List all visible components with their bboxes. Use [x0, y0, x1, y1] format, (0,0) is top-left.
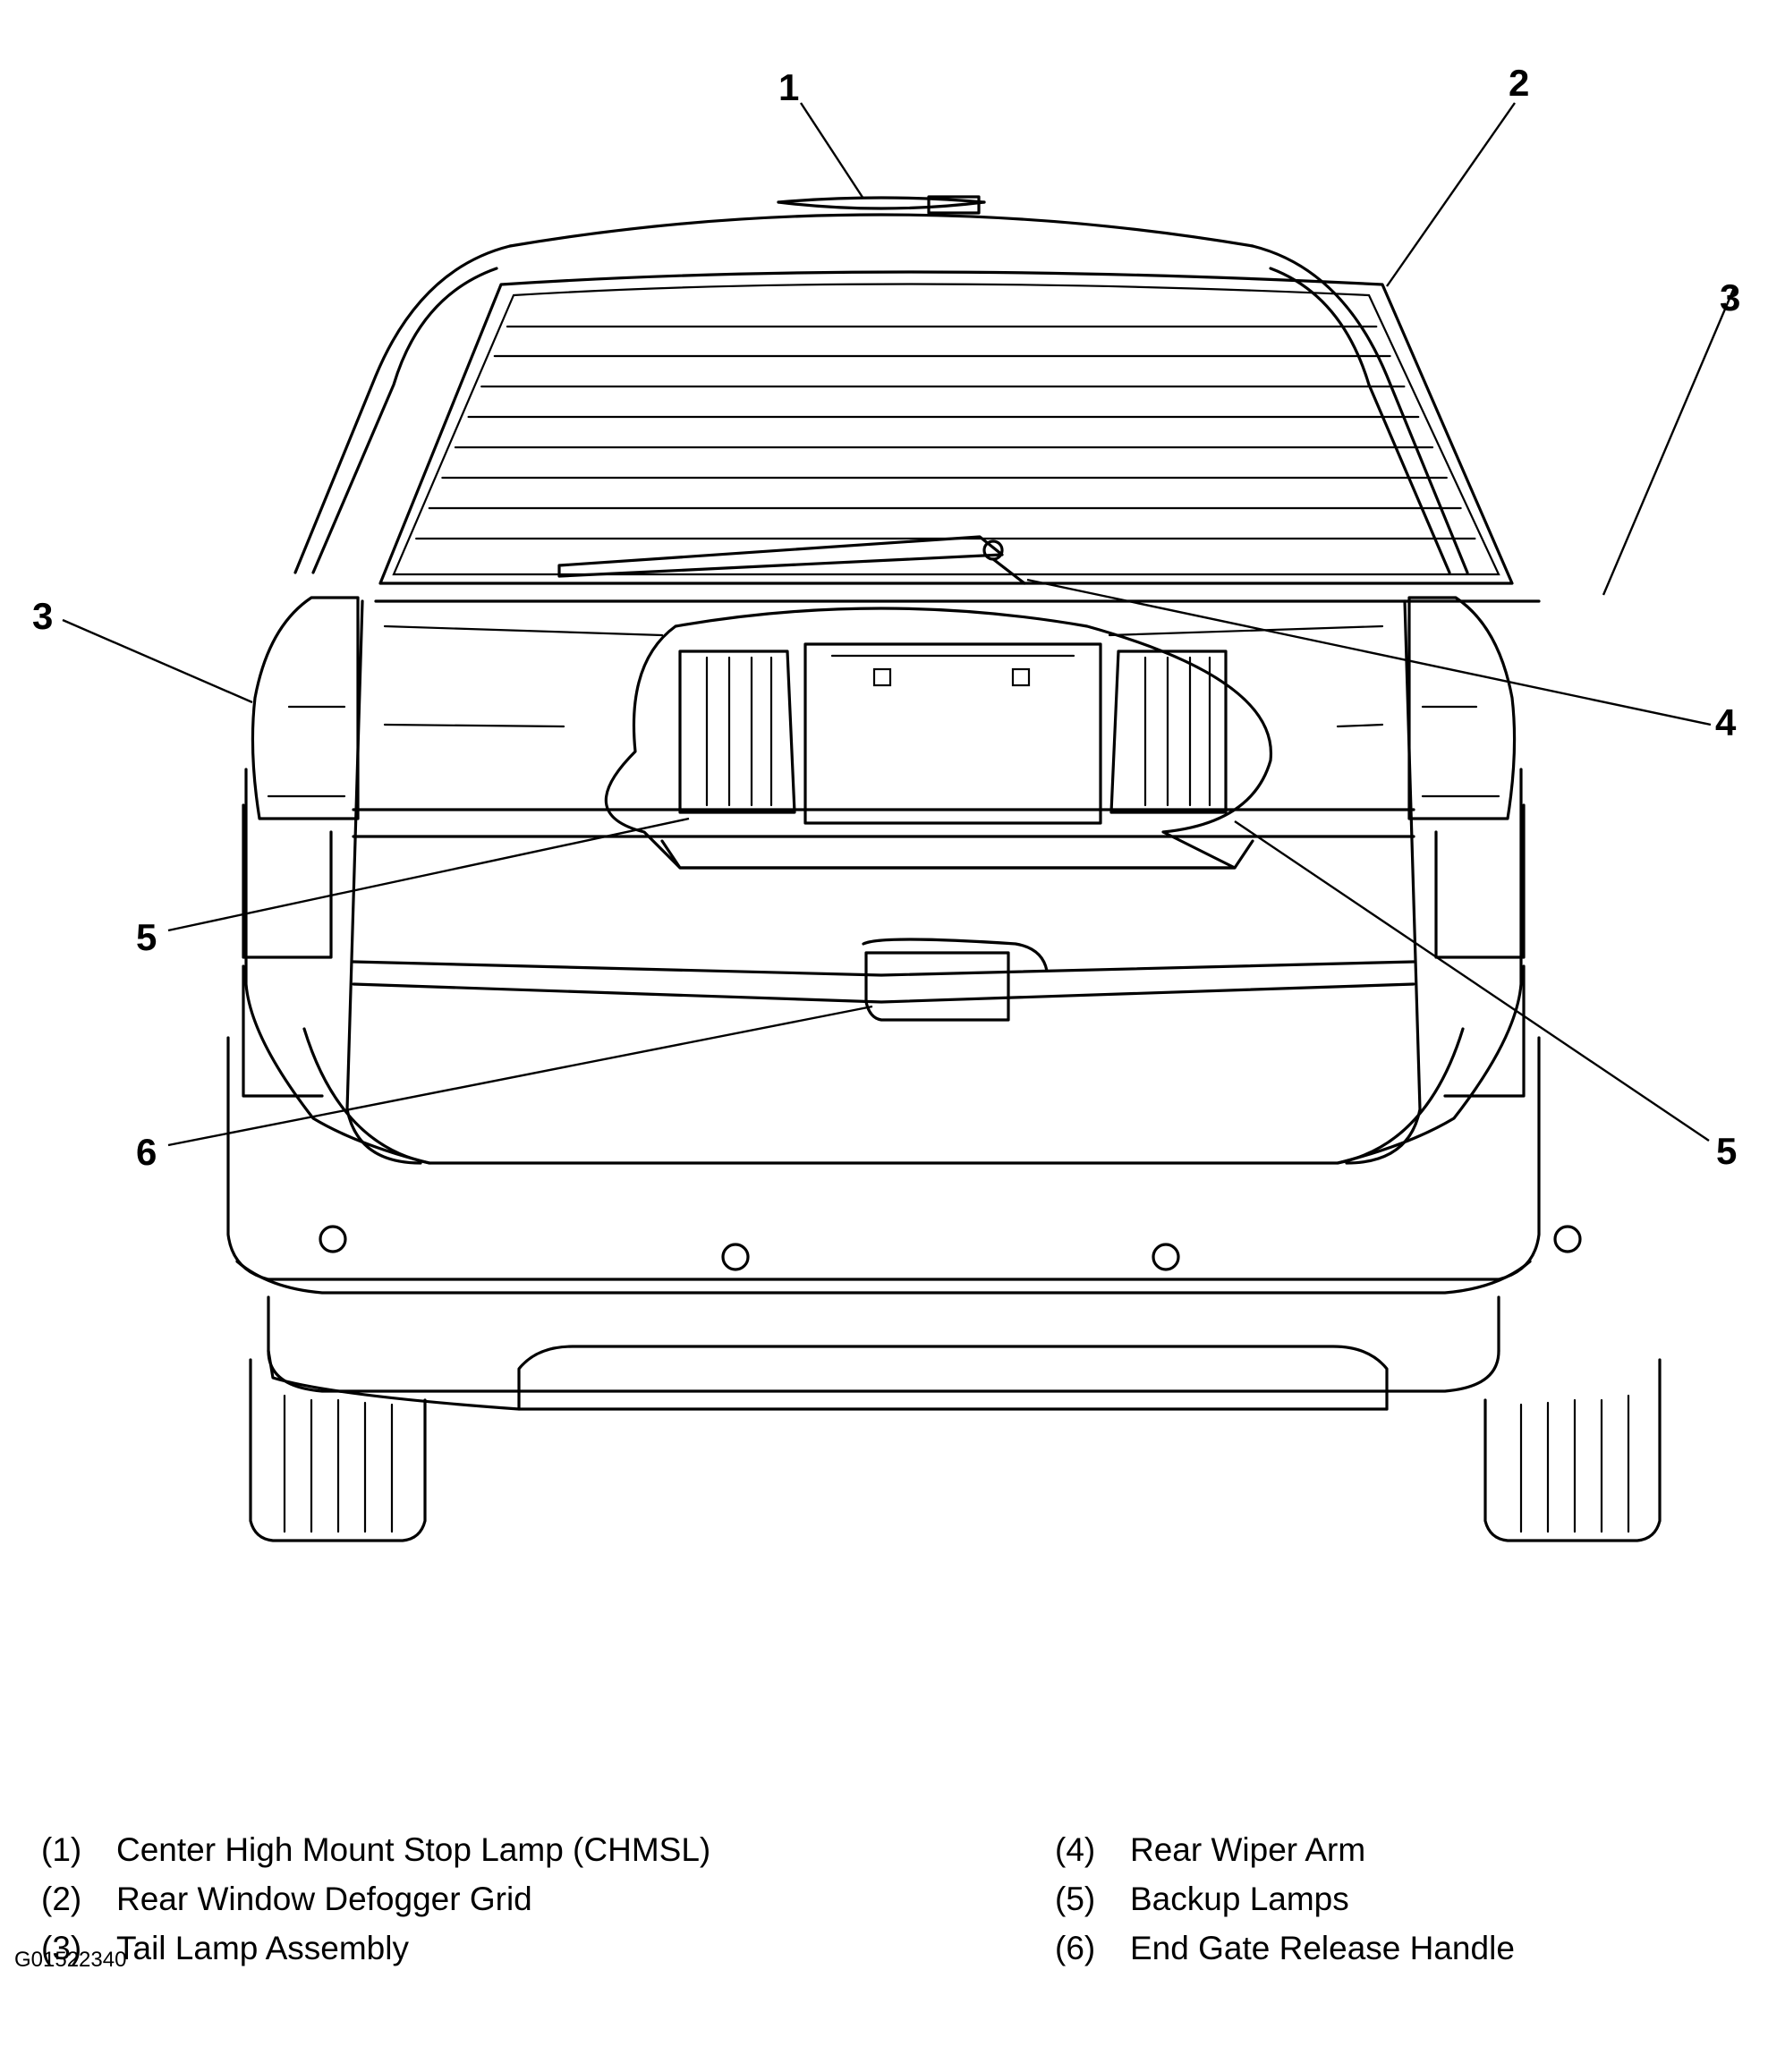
legend-number: (4)	[1055, 1830, 1096, 1868]
legend-text: Center High Mount Stop Lamp (CHMSL)	[116, 1830, 711, 1868]
backup-lamp-right	[1109, 650, 1228, 814]
legend-number: (5)	[1055, 1880, 1096, 1917]
legend-item: (1) Center High Mount Stop Lamp (CHMSL)	[41, 1825, 710, 1874]
tire-right	[1483, 1358, 1662, 1542]
callout-1: 1	[778, 66, 799, 108]
legend-text: End Gate Release Handle	[1130, 1929, 1515, 1966]
legend-number: (2)	[41, 1880, 82, 1917]
rear-wiper-arm	[557, 535, 1026, 585]
body-outline	[226, 196, 1541, 1393]
legend-number: (6)	[1055, 1929, 1096, 1966]
legend-text: Rear Window Defogger Grid	[116, 1880, 532, 1917]
rear-window	[378, 270, 1514, 585]
liftgate	[345, 599, 1541, 1165]
end-gate-release-handle	[862, 938, 1049, 1022]
legend-item: (5) Backup Lamps	[1055, 1874, 1515, 1923]
tail-lamp-right	[1407, 596, 1526, 1098]
callout-3-right: 3	[1720, 276, 1740, 318]
license-pocket	[604, 607, 1273, 870]
callout-3-left: 3	[32, 595, 53, 637]
tail-lamp-left	[242, 596, 360, 1098]
legend-item: (6) End Gate Release Handle	[1055, 1923, 1515, 1973]
legend-text: Backup Lamps	[1130, 1880, 1349, 1917]
legend-number: (3)	[41, 1929, 82, 1966]
rear-bumper	[267, 1225, 1582, 1411]
legend-text: Tail Lamp Assembly	[116, 1929, 409, 1966]
legend-item: (4) Rear Wiper Arm	[1055, 1825, 1515, 1874]
chmsl-lamp	[777, 195, 986, 215]
callout-5-left: 5	[136, 916, 157, 958]
callout-5-right: 5	[1716, 1130, 1737, 1172]
legend-item: (3) Tail Lamp Assembly	[41, 1923, 710, 1973]
callout-6: 6	[136, 1131, 157, 1173]
callout-4: 4	[1715, 701, 1737, 743]
legend-column-left: (1) Center High Mount Stop Lamp (CHMSL) …	[41, 1825, 710, 1973]
callout-labels: 1 2 3 3 4 5 5 6	[32, 62, 1740, 1173]
defogger-grid	[415, 325, 1476, 540]
legend-item: (2) Rear Window Defogger Grid	[41, 1874, 710, 1923]
figure-code: G01522340	[14, 1948, 127, 1972]
tire-left	[249, 1358, 427, 1542]
backup-lamp-left	[678, 650, 796, 814]
callout-2: 2	[1509, 62, 1529, 104]
legend-number: (1)	[41, 1830, 82, 1868]
legend-column-right: (4) Rear Wiper Arm (5) Backup Lamps (6) …	[1055, 1825, 1515, 1973]
leader-lines	[62, 102, 1736, 1147]
legend-text: Rear Wiper Arm	[1130, 1830, 1366, 1868]
